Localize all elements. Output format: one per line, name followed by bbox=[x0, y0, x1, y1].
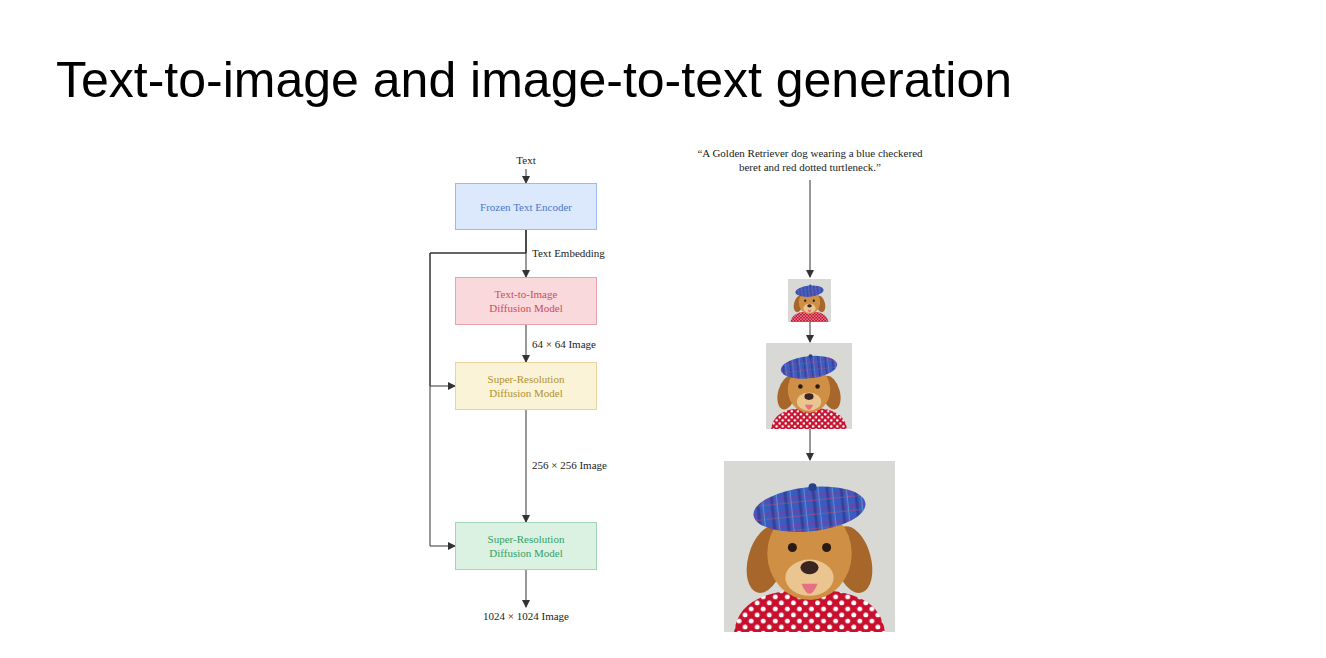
edge-label: Text Embedding bbox=[530, 246, 607, 260]
flow-label: Text bbox=[514, 153, 537, 167]
connector-arrow bbox=[526, 410, 527, 522]
dog-image-medium bbox=[766, 343, 852, 429]
process-box: Text-to-Image Diffusion Model bbox=[455, 277, 597, 325]
flow-label: 1024 × 1024 Image bbox=[481, 609, 571, 623]
title: Text-to-image and image-to-text generati… bbox=[56, 50, 1012, 110]
flow-arrow bbox=[810, 429, 811, 460]
edge-label: 256 × 256 Image bbox=[530, 458, 609, 472]
connector-arrow bbox=[526, 325, 527, 362]
box-label: Frozen Text Encoder bbox=[480, 200, 572, 214]
box-label: Text-to-Image Diffusion Model bbox=[476, 287, 576, 315]
process-box: Frozen Text Encoder bbox=[455, 183, 597, 230]
box-label: Super-Resolution Diffusion Model bbox=[476, 372, 576, 400]
dog-image-large bbox=[724, 461, 895, 632]
process-box: Super-Resolution Diffusion Model bbox=[455, 362, 597, 410]
process-box: Super-Resolution Diffusion Model bbox=[455, 522, 597, 570]
dog-image-small bbox=[788, 279, 831, 322]
flow-arrow bbox=[810, 322, 811, 342]
output-arrow bbox=[526, 570, 527, 607]
flow-arrow bbox=[810, 180, 811, 277]
input-arrow bbox=[526, 169, 527, 183]
edge-label: 64 × 64 Image bbox=[530, 337, 598, 351]
box-label: Super-Resolution Diffusion Model bbox=[476, 532, 576, 560]
prompt-text: “A Golden Retriever dog wearing a blue c… bbox=[688, 146, 933, 174]
